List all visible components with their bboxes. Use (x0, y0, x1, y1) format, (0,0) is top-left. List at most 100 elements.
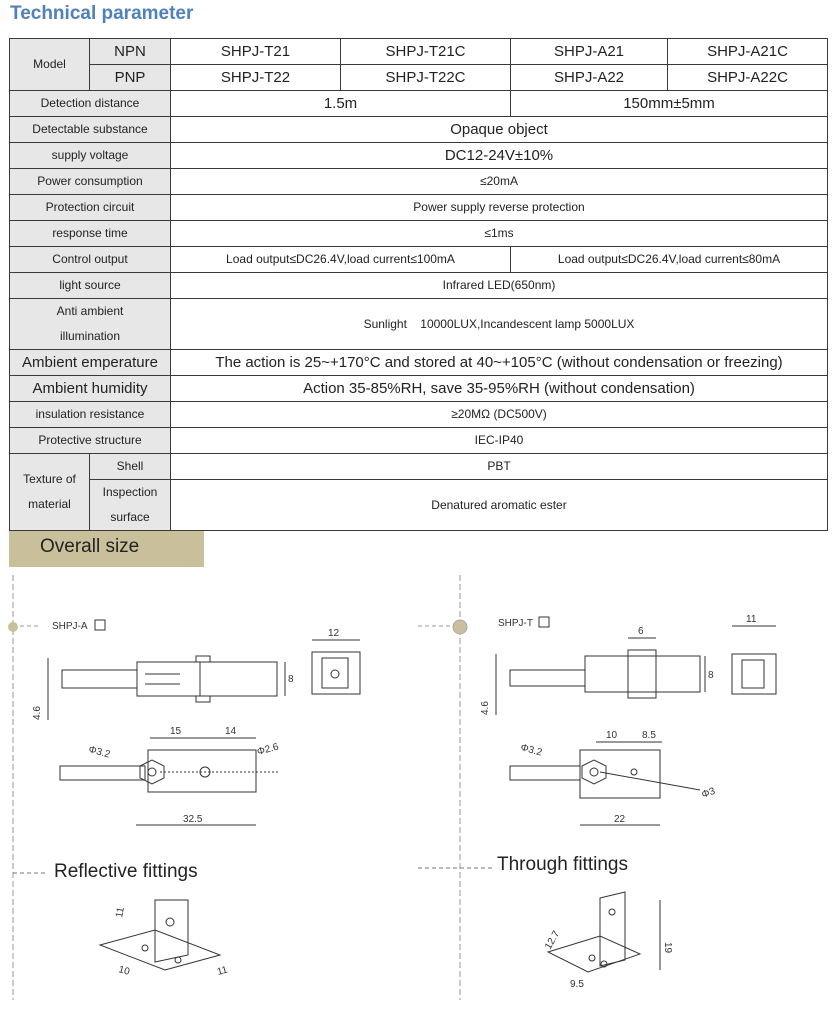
hole (600, 960, 608, 968)
table-row: response time ≤1ms (9, 220, 828, 247)
dim-phi-3: Φ3 (700, 786, 717, 801)
tab (195, 695, 211, 703)
row-value: DC12-24V±10% (170, 142, 828, 169)
dim-8: 8 (288, 674, 294, 685)
sensor-block (627, 649, 657, 699)
table-row: Texture of material Shell PBT (9, 453, 828, 531)
end-view (311, 651, 361, 695)
texture-label: Texture of material (9, 453, 90, 531)
table-row: Detection distance 1.5m 150mm±5mm (9, 90, 828, 117)
checkbox-square (94, 619, 106, 631)
section-title: Technical parameter (10, 3, 194, 24)
inspection-label-line2: surface (110, 510, 150, 524)
dim-9-5: 9.5 (570, 979, 584, 990)
inspection-label-line1: Inspection (102, 485, 158, 499)
dim-12: 12 (328, 628, 340, 639)
through-caption: Through fittings (497, 854, 628, 875)
table-row: Control output Load output≤DC26.4V,load … (9, 246, 828, 273)
row-value: Opaque object (170, 116, 828, 143)
npn-model-cell: SHPJ-T21 (170, 38, 341, 65)
table-row: PNP SHPJ-T22 SHPJ-T22C SHPJ-A22 SHPJ-A22… (10, 64, 828, 91)
bracket-plate (599, 891, 626, 967)
overall-size-banner: Overall size (9, 531, 204, 567)
anti-ambient-label-line1: Anti ambient (56, 304, 124, 318)
row-value: Sunlight 10000LUX,Incandescent lamp 5000… (170, 298, 828, 350)
dim-phi-3-2: Φ3.2 (87, 744, 111, 760)
end-view-inner (741, 659, 765, 689)
dim-14: 14 (225, 726, 237, 737)
row-label: supply voltage (9, 142, 171, 169)
table-row: Protective structure IEC-IP40 (9, 427, 828, 454)
row-label: response time (9, 220, 171, 247)
hole (141, 944, 149, 952)
inspection-label: Inspection surface (89, 479, 171, 531)
pnp-label: PNP (89, 64, 171, 91)
row-label: insulation resistance (9, 401, 171, 428)
row-value: The action is 25~+170°C and stored at 40… (170, 349, 828, 376)
dim-19: 19 (662, 942, 673, 954)
table-row: Ambient humidity Action 35-85%RH, save 3… (9, 375, 828, 402)
hole (330, 669, 340, 679)
cable-top (509, 765, 581, 781)
cable-top (59, 765, 146, 781)
hex-nut (139, 759, 165, 785)
hex-nut (581, 759, 607, 785)
shell-value: PBT (170, 453, 828, 480)
pnp-model-cell: SHPJ-T22C (340, 64, 511, 91)
sensor-body (136, 661, 278, 697)
hole (588, 954, 596, 962)
row-label: Anti ambient illumination (9, 298, 171, 350)
table-row: Ambient emperature The action is 25~+170… (9, 349, 828, 376)
dim-11-a: 11 (114, 906, 127, 919)
overall-size-title: Overall size (40, 536, 140, 557)
texture-label-line2: material (28, 497, 71, 511)
inspection-value: Denatured aromatic ester (170, 479, 828, 531)
row-label: Ambient humidity (9, 375, 171, 402)
cable (61, 669, 138, 689)
cable (509, 669, 586, 687)
npn-label: NPN (89, 38, 171, 65)
row-value: Power supply reverse protection (170, 194, 828, 221)
dim-8-right: 8 (708, 670, 714, 681)
dim-4-6-right: 4.6 (480, 701, 491, 715)
row-value: ≤20mA (170, 168, 828, 195)
row-label: Protection circuit (9, 194, 171, 221)
table-row: Power consumption ≤20mA (9, 168, 828, 195)
row-value: Load output≤DC26.4V,load current≤100mA (170, 246, 511, 273)
spec-table: Model NPN SHPJ-T21 SHPJ-T21C SHPJ-A21 SH… (9, 38, 828, 531)
row-value: 150mm±5mm (510, 90, 828, 117)
end-view (731, 653, 777, 695)
dimension-drawings: SHPJ-A 8 4.6 12 15 14 Φ3.2 Φ2.6 32.5 SHP… (8, 575, 777, 1000)
tab (195, 655, 211, 663)
row-label: light source (9, 272, 171, 299)
npn-model-cell: SHPJ-A21 (510, 38, 668, 65)
dim-10-bracket: 10 (117, 964, 131, 978)
dim-4-6: 4.6 (32, 706, 43, 720)
row-label: Detectable substance (9, 116, 171, 143)
row-label: Ambient emperature (9, 349, 171, 376)
row-value: ≥20MΩ (DC500V) (170, 401, 828, 428)
table-row: Protection circuit Power supply reverse … (9, 194, 828, 221)
table-row: insulation resistance ≥20MΩ (DC500V) (9, 401, 828, 428)
table-row: Model NPN SHPJ-T21 SHPJ-T21C SHPJ-A21 SH… (9, 38, 828, 91)
npn-model-cell: SHPJ-A21C (667, 38, 828, 65)
dim-22: 22 (614, 814, 626, 825)
sensor-body (584, 655, 701, 693)
hole (630, 768, 638, 776)
anti-ambient-label-line2: illumination (59, 329, 121, 343)
row-label: Detection distance (9, 90, 171, 117)
row-label: Control output (9, 246, 171, 273)
row-value: IEC-IP40 (170, 427, 828, 454)
dim-8-5: 8.5 (642, 730, 656, 741)
dim-phi-3-2-right: Φ3.2 (519, 742, 543, 758)
pnp-model-cell: SHPJ-A22 (510, 64, 668, 91)
bracket-plate (154, 899, 189, 963)
dim-15: 15 (170, 726, 182, 737)
row-value: Infrared LED(650nm) (170, 272, 828, 299)
reflective-caption: Reflective fittings (54, 861, 198, 882)
row-label: Power consumption (9, 168, 171, 195)
hole (165, 917, 175, 927)
row-value: Action 35-85%RH, save 35-95%RH (without … (170, 375, 828, 402)
table-row: Anti ambient illumination Sunlight 10000… (9, 298, 828, 350)
dim-6: 6 (638, 626, 644, 637)
